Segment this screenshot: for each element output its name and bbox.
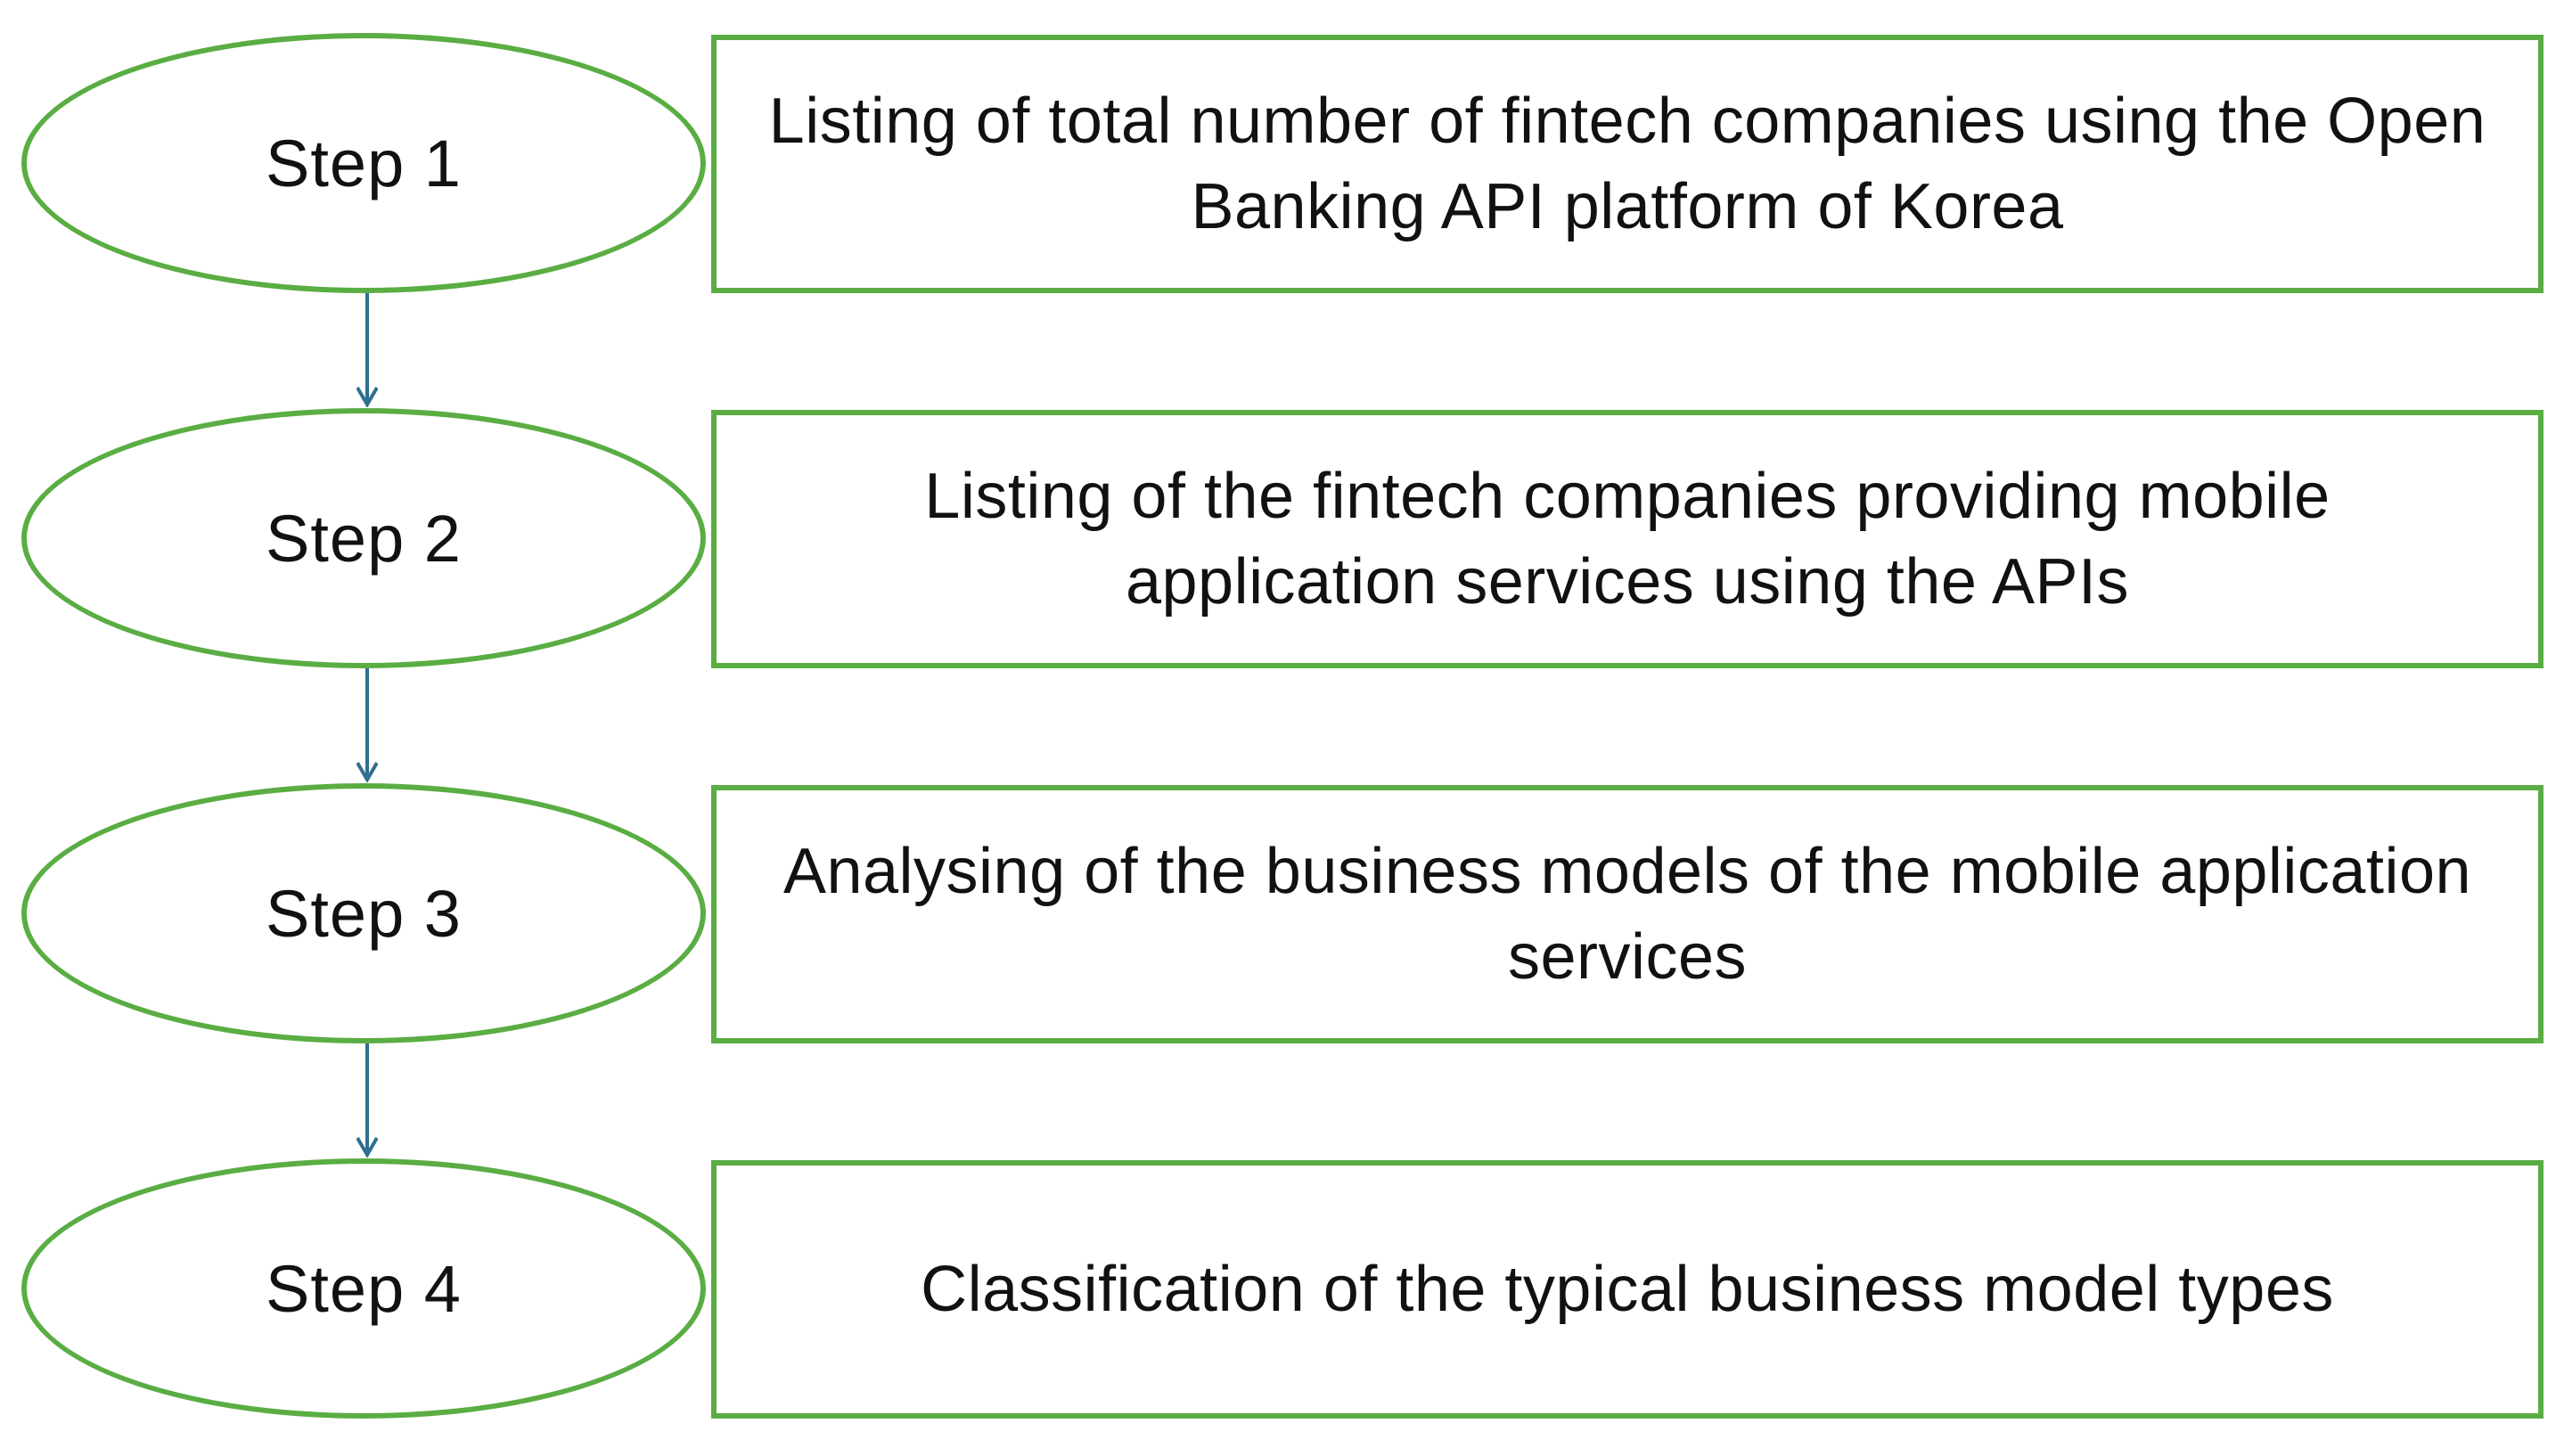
step-4-ellipse: Step 4	[21, 1158, 706, 1419]
arrow-step-2-to-3	[356, 668, 378, 782]
step-4-description: Classification of the typical business m…	[921, 1254, 2334, 1325]
step-3-description: Analysing of the business models of the …	[782, 836, 2472, 993]
down-arrow-icon	[356, 293, 378, 407]
step-row-2: Step 2 Listing of the fintech companies …	[0, 408, 2564, 675]
arrow-step-3-to-4	[356, 1043, 378, 1157]
step-3-ellipse: Step 3	[21, 783, 706, 1043]
step-row-1: Step 1 Listing of total number of fintec…	[0, 33, 2564, 300]
step-4-label: Step 4	[266, 1251, 462, 1326]
down-arrow-icon	[356, 1043, 378, 1157]
step-row-3: Step 3 Analysing of the business models …	[0, 783, 2564, 1051]
down-arrow-icon	[356, 668, 378, 782]
step-2-label: Step 2	[266, 501, 462, 576]
step-1-ellipse: Step 1	[21, 33, 706, 293]
arrow-step-1-to-2	[356, 293, 378, 407]
step-1-description: Listing of total number of fintech compa…	[768, 86, 2486, 242]
step-row-4: Step 4 Classification of the typical bus…	[0, 1158, 2564, 1426]
step-2-ellipse: Step 2	[21, 408, 706, 668]
step-2-description-box: Listing of the fintech companies providi…	[711, 410, 2544, 668]
step-3-description-box: Analysing of the business models of the …	[711, 785, 2544, 1043]
step-1-description-box: Listing of total number of fintech compa…	[711, 35, 2544, 293]
step-4-description-box: Classification of the typical business m…	[711, 1160, 2544, 1419]
step-3-label: Step 3	[266, 876, 462, 951]
step-2-description: Listing of the fintech companies providi…	[924, 461, 2331, 618]
step-1-label: Step 1	[266, 126, 462, 200]
